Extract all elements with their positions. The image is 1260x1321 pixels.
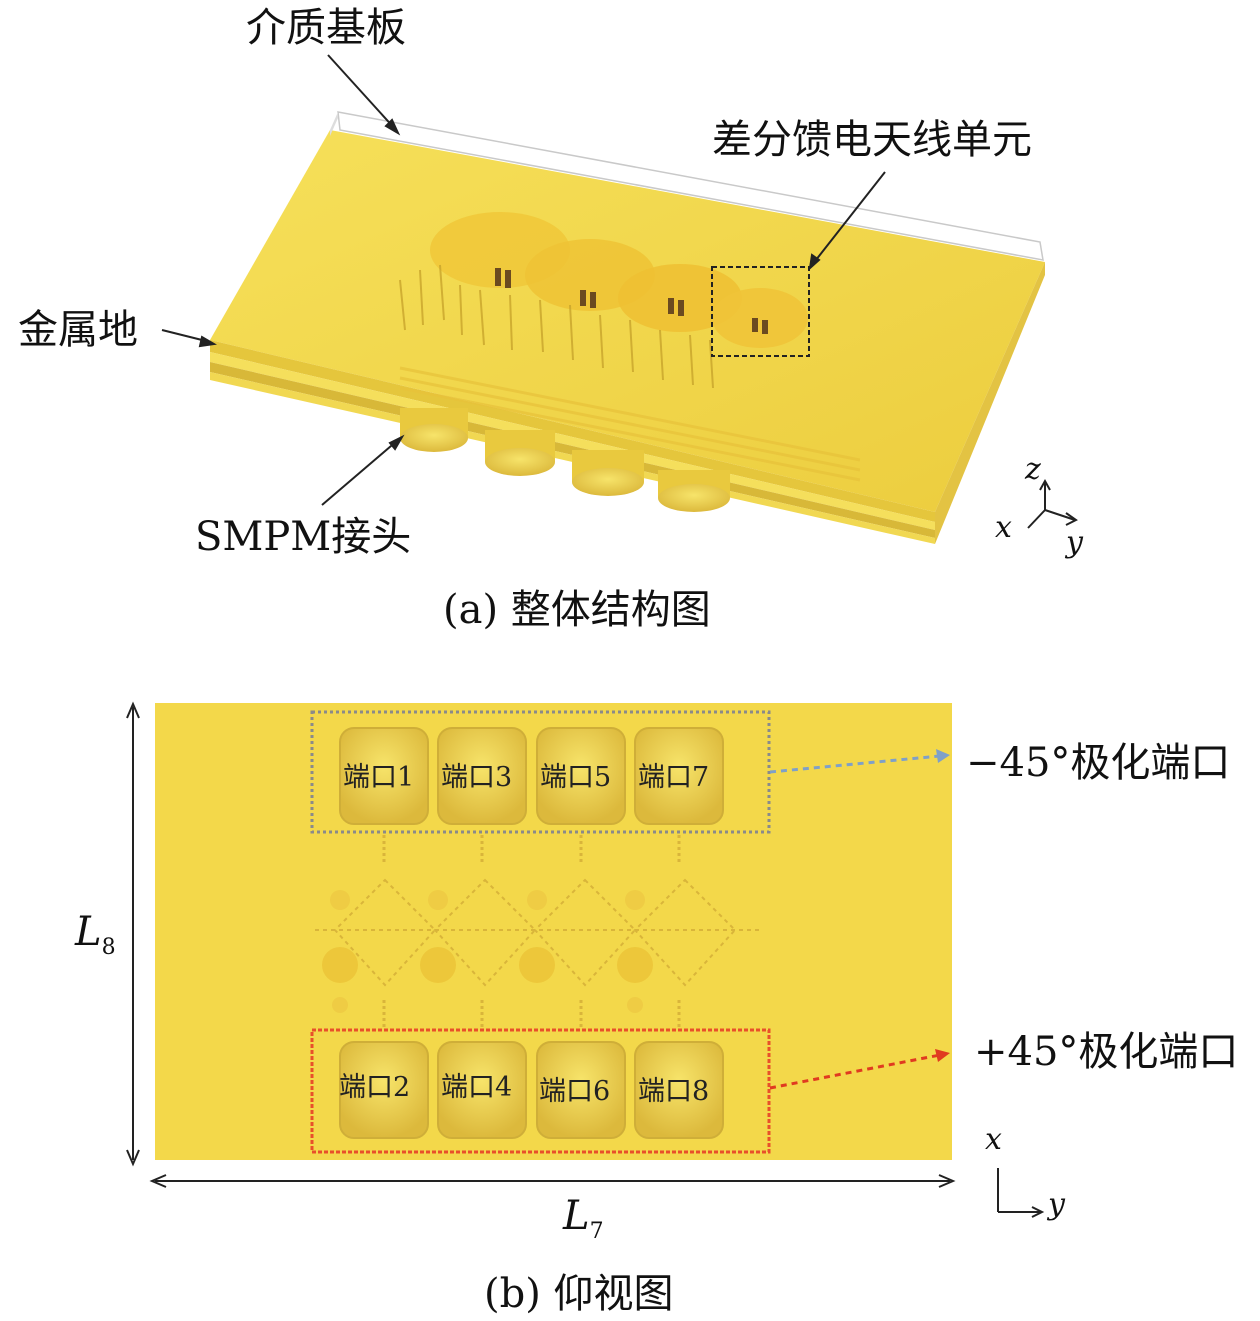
axis-triad-b (997, 1168, 1045, 1218)
ground-arrowhead (198, 335, 217, 348)
substrate-label: 介质基板 (246, 5, 406, 51)
substrate-arrowhead (384, 118, 401, 136)
axis-x-label-b: x (985, 1122, 1002, 1157)
port-6-label: 端口6 (539, 1076, 611, 1107)
antenna-unit-leader (811, 171, 886, 266)
substrate-leader (327, 54, 397, 131)
port-3-label: 端口3 (441, 762, 513, 793)
feed-stubs (382, 835, 681, 1028)
port-8-label: 端口8 (638, 1076, 710, 1107)
antenna-unit-label: 差分馈电天线单元 (712, 117, 1032, 163)
axis-y-label-a: y (1066, 525, 1083, 560)
dim-height-label: L8 (75, 909, 116, 960)
antenna-array (399, 212, 808, 389)
plus45-arrow (769, 1049, 950, 1090)
minus45-arrow (769, 749, 950, 774)
plus45-port-group (310, 1028, 771, 1154)
axis-x-label-a: x (995, 510, 1012, 545)
ground-label: 金属地 (18, 307, 138, 353)
smpm-connectors (400, 408, 730, 512)
bottom-port-pads (339, 1041, 724, 1139)
top-port-pads (339, 727, 724, 825)
caption-a: (a) 整体结构图 (443, 587, 711, 633)
port-2-label: 端口2 (339, 1072, 411, 1103)
minus45-label: −45°极化端口 (966, 740, 1231, 786)
axis-y-label-b: y (1048, 1187, 1065, 1222)
feed-network (399, 366, 861, 482)
port-7-label: 端口7 (638, 762, 710, 793)
port-5-label: 端口5 (540, 762, 612, 793)
axis-triad-a (1027, 478, 1078, 529)
dim-width-line (149, 1174, 956, 1188)
dim-width-label: L7 (563, 1193, 604, 1244)
connector-arrowhead (388, 434, 405, 451)
antenna-pattern-bottom (315, 878, 760, 1013)
dim-height-line (126, 701, 140, 1167)
port-4-label: 端口4 (441, 1072, 513, 1103)
caption-b: (b) 仰视图 (484, 1271, 674, 1317)
connector-label: SMPM接头 (195, 514, 412, 560)
minus45-port-group (310, 710, 771, 834)
antenna-unit-box (711, 266, 810, 357)
axis-z-label-a: z (1025, 452, 1041, 487)
plus45-label: +45°极化端口 (974, 1029, 1239, 1075)
antenna-unit-arrowhead (808, 253, 821, 271)
port-1-label: 端口1 (343, 762, 415, 793)
connector-leader (321, 439, 399, 506)
